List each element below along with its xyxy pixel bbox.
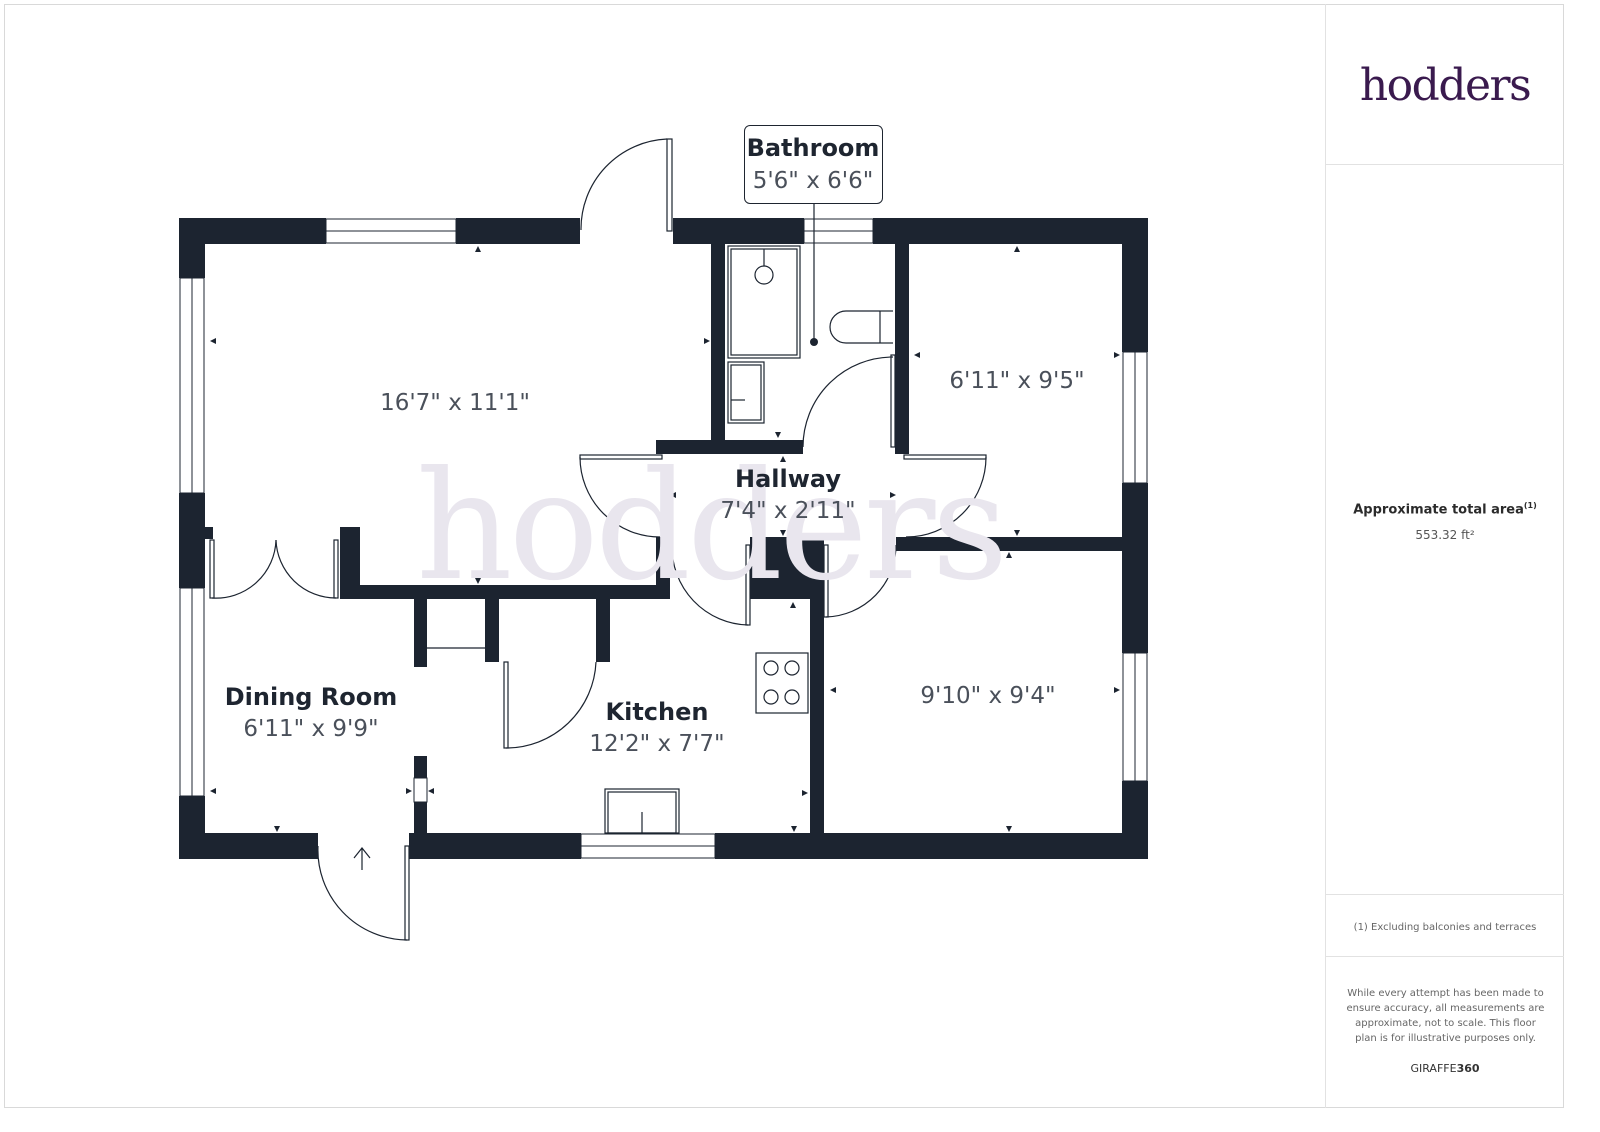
footnote-marker: (1) [1523, 501, 1537, 510]
area-value: 553.32 ft² [1415, 528, 1475, 542]
room-dimensions-bathroom: 5'6" x 6'6" [752, 168, 874, 194]
footnote: (1) Excluding balconies and terraces [1353, 922, 1537, 933]
info-sidebar: hodders Approximate total area(1) 553.32… [1325, 4, 1564, 1108]
credit-suffix: 360 [1456, 1062, 1480, 1075]
page-frame [4, 4, 1564, 1108]
area-label-text: Approximate total area [1353, 502, 1524, 518]
room-dimensions-bedroom1: 6'11" x 9'5" [949, 368, 1085, 394]
room-name-bathroom: Bathroom [746, 134, 880, 162]
divider [1326, 956, 1564, 957]
giraffe360-credit: GIRAFFE360 [1326, 1062, 1564, 1075]
brand-logo: hodders [1359, 60, 1532, 111]
room-name-dining: Dining Room [224, 683, 398, 711]
bathroom-callout [744, 125, 883, 204]
disclaimer: While every attempt has been made to ens… [1346, 988, 1545, 1044]
brand-watermark: hodders [416, 440, 1008, 614]
room-name-kitchen: Kitchen [605, 698, 709, 726]
divider [1326, 894, 1564, 895]
room-dimensions-living: 16'7" x 11'1" [380, 390, 530, 416]
room-name-hallway: Hallway [734, 465, 842, 493]
credit-prefix: GIRAFFE [1410, 1062, 1457, 1075]
area-label: Approximate total area(1) [1326, 501, 1564, 517]
room-dimensions-hallway: 7'4" x 2'11" [720, 498, 856, 524]
room-dimensions-dining: 6'11" x 9'9" [243, 716, 379, 742]
divider [1326, 164, 1564, 165]
room-dimensions-bedroom2: 9'10" x 9'4" [920, 683, 1056, 709]
room-dimensions-kitchen: 12'2" x 7'7" [589, 731, 725, 757]
floor-plan [179, 138, 1148, 941]
